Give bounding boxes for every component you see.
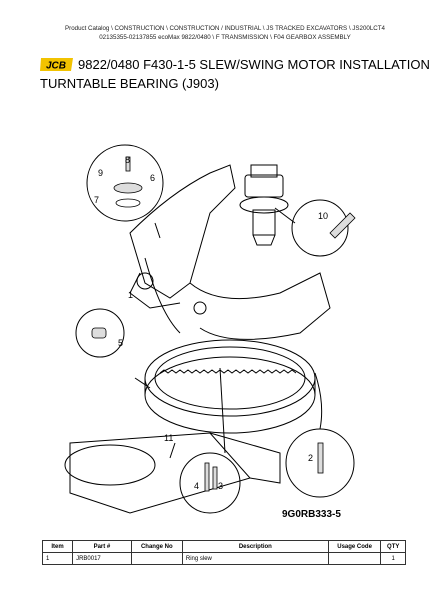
breadcrumb-line-2[interactable]: 02135355-02137855 ecoMax 9822/0480 \ F T… <box>99 33 351 41</box>
jcb-logo: JCB <box>40 58 73 72</box>
col-qty: QTY <box>380 540 406 553</box>
boom-outline <box>129 164 236 299</box>
page-title: 9822/0480 F430-1-5 SLEW/SWING MOTOR INST… <box>78 57 430 72</box>
cell-part-number[interactable]: JRB0017 <box>72 552 132 565</box>
detail-circle-cover <box>86 144 164 222</box>
col-change-no: Change No <box>130 540 183 553</box>
col-item: Item <box>41 540 74 553</box>
logo-text: JCB <box>46 61 66 72</box>
table-row[interactable]: 1 JRB0017 Ring slew 1 <box>41 552 406 565</box>
slew-motor <box>239 164 289 246</box>
callout-9: 9 <box>98 168 103 178</box>
cell-qty: 1 <box>380 552 406 565</box>
detail-circle-grease <box>75 308 125 358</box>
callout-5: 5 <box>118 338 123 348</box>
detail-circle-tube <box>291 199 349 257</box>
col-usage-code: Usage Code <box>327 540 382 553</box>
breadcrumb: Product Catalog \ CONSTRUCTION \ CONSTRU… <box>30 25 420 42</box>
cell-usage-code <box>327 552 382 565</box>
turntable-bearing-ring <box>144 339 316 434</box>
exploded-parts-diagram: 8 9 6 7 10 5 1 2 11 4 3 9G0RB333-5 <box>64 144 356 520</box>
cell-item: 1 <box>41 552 74 565</box>
page-subtitle: TURNTABLE BEARING (J903) <box>40 76 219 91</box>
col-part-number: Part # <box>72 540 132 553</box>
undercarriage <box>64 432 281 514</box>
cell-description: Ring slew <box>181 552 329 565</box>
col-description: Description <box>181 540 329 553</box>
callout-7: 7 <box>94 195 99 205</box>
parts-table: Item Part # Change No Description Usage … <box>41 540 406 565</box>
callout-2: 2 <box>308 453 313 463</box>
callout-labels: 8 9 6 7 10 5 1 2 11 4 3 <box>94 155 328 491</box>
figure-reference-code: 9G0RB333-5 <box>282 509 341 520</box>
callout-3: 3 <box>218 481 223 491</box>
callout-1: 1 <box>128 290 133 300</box>
callout-4: 4 <box>194 481 199 491</box>
breadcrumb-line-1[interactable]: Product Catalog \ CONSTRUCTION \ CONSTRU… <box>65 25 385 32</box>
callout-6: 6 <box>150 173 155 183</box>
callout-11: 11 <box>164 433 173 443</box>
cell-change-no <box>130 552 183 565</box>
callout-10: 10 <box>318 211 328 221</box>
detail-circle-bolt-b <box>179 452 241 514</box>
table-header-row: Item Part # Change No Description Usage … <box>41 540 406 553</box>
callout-8: 8 <box>125 155 130 165</box>
